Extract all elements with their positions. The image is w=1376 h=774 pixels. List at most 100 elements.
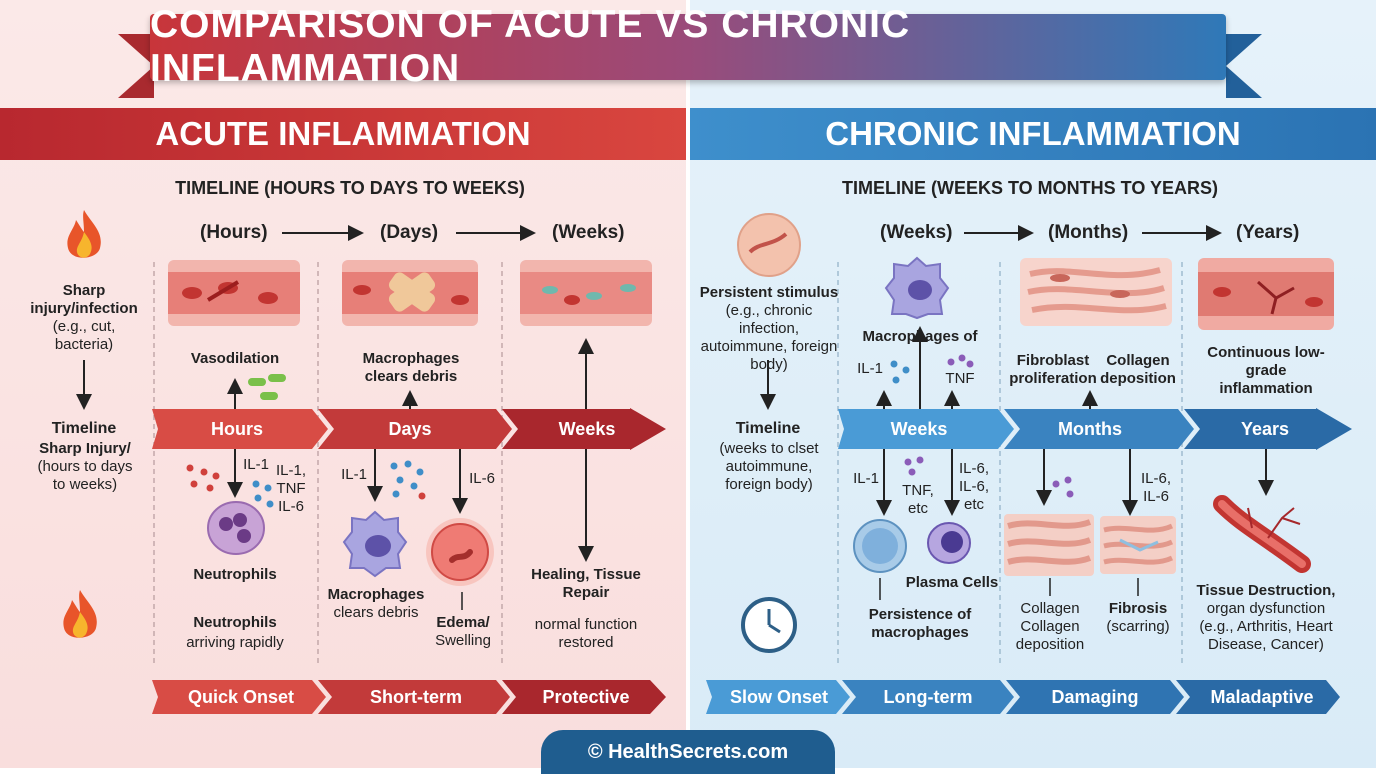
chronic-timeline-bar — [838, 408, 1352, 450]
acute-tags-bar — [152, 680, 666, 714]
acute-days-above: Macrophages clears debris — [362, 350, 460, 385]
chronic-weeks-above: Macrophages of — [862, 328, 978, 345]
acute-phase-hours: (Hours) — [200, 222, 268, 243]
fire-icon-bottom — [63, 590, 97, 638]
acute-side-timeline-detail: (hours to days to weeks) — [37, 458, 133, 493]
acute-days-edema-bold: Edema/ — [436, 614, 490, 631]
acute-timeline-bar — [152, 408, 666, 450]
lymphocyte-cell-icon — [853, 519, 907, 573]
panel-divider — [686, 0, 690, 768]
chronic-side-timeline-detail: (weeks to clset autoimmune, foreign body… — [719, 440, 819, 493]
footer-copyright: © HealthSecrets.com — [541, 730, 835, 774]
vessel-hours-illustration — [168, 260, 300, 326]
chronic-tag-damaging: Damaging — [1051, 686, 1139, 707]
chronic-side-timeline-title: Timeline — [735, 420, 801, 437]
acute-hours-caption: arriving rapidly — [186, 634, 284, 651]
chronic-tag-long-term: Long-term — [883, 686, 973, 707]
chronic-bar-months: Months — [1058, 418, 1122, 439]
banner-ribbon-right — [1226, 34, 1262, 98]
cytokine-dots-months — [1052, 476, 1074, 498]
macrophage-cell-icon — [342, 510, 408, 578]
acute-bar-hours: Hours — [210, 418, 263, 439]
chronic-weeks-cytokine-d: TNF, etc — [902, 482, 934, 517]
chronic-tag-slow-onset: Slow Onset — [729, 686, 828, 707]
page-title: COMPARISON OF ACUTE VS CHRONIC INFLAMMAT… — [150, 3, 911, 90]
acute-tag-short-term: Short-term — [369, 686, 462, 707]
fibrosis-illustration — [1100, 516, 1176, 574]
acute-weeks-result-bold: Healing, Tissue Repair — [531, 566, 641, 601]
acute-hours-caption-bold: Neutrophils — [193, 614, 277, 631]
chronic-phase-weeks: (Weeks) — [880, 222, 953, 243]
acute-bar-days: Days — [388, 418, 432, 439]
acute-timeline-title: TIMELINE (HOURS TO DAYS TO WEEKS) — [175, 178, 525, 198]
chronic-years-result: organ dysfunction (e.g., Arthritis, Hear… — [1199, 600, 1333, 653]
plasma-cell-icon — [927, 522, 971, 564]
chronic-macrophage-icon — [884, 256, 950, 320]
neutrophil-cell-icon — [207, 501, 265, 555]
edema-cell-icon — [426, 518, 494, 586]
acute-phase-days: (Days) — [380, 222, 439, 243]
vessel-weeks-illustration — [520, 260, 652, 326]
chronic-trigger-title: Persistent stimulus — [699, 284, 839, 301]
title-banner: COMPARISON OF ACUTE VS CHRONIC INFLAMMAT… — [150, 3, 1226, 90]
acute-days-edema: Swelling — [435, 632, 491, 649]
acute-trigger-title: Sharp injury/infection — [30, 282, 138, 317]
vessel-days-illustration — [342, 260, 478, 326]
acute-days-cell-bold: Macrophages — [327, 586, 425, 603]
chronic-weeks-cytokine-b: TNF — [945, 370, 975, 387]
cytokine-dots-days — [390, 460, 426, 500]
chronic-phase-years: (Years) — [1236, 222, 1300, 243]
acute-hours-cytokine-b: IL-1, TNF IL-6 — [275, 462, 306, 515]
banner-ribbon-left — [118, 34, 154, 98]
cytokine-dots-chronic-1 — [890, 360, 910, 384]
damaged-vessel-icon — [1213, 495, 1311, 573]
chronic-years-above: Continuous low-grade inflammation — [1207, 344, 1325, 397]
collagen-illustration — [1004, 514, 1094, 576]
chronic-tags-bar — [706, 680, 1340, 714]
chronic-bar-years: Years — [1240, 418, 1290, 439]
bacteria-icon — [248, 374, 286, 400]
chronic-months-above-b: Collagen deposition — [1100, 352, 1176, 387]
fire-icon — [67, 210, 101, 258]
chronic-header: CHRONIC INFLAMMATION — [690, 108, 1376, 160]
acute-tag-quick-onset: Quick Onset — [187, 686, 295, 707]
chronic-weeks-cytokine-e: IL-6, IL-6, etc — [958, 460, 989, 513]
chronic-months-caption-b: (scarring) — [1106, 618, 1170, 635]
chronic-tag-maladaptive: Maladaptive — [1210, 686, 1314, 707]
chronic-months-above-a: Fibroblast proliferation — [1009, 352, 1097, 387]
acute-header-label: ACUTE INFLAMMATION — [155, 115, 531, 152]
cytokine-dots-chronic-2 — [947, 354, 974, 368]
chronic-years-result-bold: Tissue Destruction, — [1196, 582, 1336, 599]
acute-trigger-detail: (e.g., cut, bacteria) — [52, 318, 116, 353]
fibroblast-illustration — [1020, 258, 1172, 326]
chronic-months-caption-b-bold: Fibrosis — [1108, 600, 1168, 617]
tissue-damage-illustration — [1198, 258, 1334, 330]
chronic-header-label: CHRONIC INFLAMMATION — [825, 115, 1241, 152]
acute-phase-weeks: (Weeks) — [552, 222, 625, 243]
cytokine-dots-blue — [252, 480, 274, 508]
acute-days-cytokine-b: IL-6 — [469, 470, 495, 487]
acute-side-timeline-title: Timeline — [51, 420, 117, 437]
acute-hours-cytokine-a: IL-1 — [243, 456, 269, 473]
acute-header: ACUTE INFLAMMATION — [0, 108, 686, 160]
cytokine-dots-red — [186, 464, 220, 492]
chronic-bar-weeks: Weeks — [890, 418, 948, 439]
acute-tag-protective: Protective — [542, 686, 630, 707]
chronic-weeks-cytokine-c: IL-1 — [853, 470, 879, 487]
acute-days-cell-detail: clears debris — [333, 604, 419, 621]
acute-days-cytokine-a: IL-1 — [341, 466, 367, 483]
clock-icon — [741, 597, 797, 653]
acute-bar-weeks: Weeks — [558, 418, 616, 439]
chronic-trigger-detail: (e.g., chronic infection, autoimmune, fo… — [700, 302, 838, 373]
cytokine-dots-chronic-3 — [904, 456, 924, 476]
chronic-timeline-title: TIMELINE (WEEKS TO MONTHS TO YEARS) — [841, 178, 1219, 198]
acute-hours-cell: Neutrophils — [193, 566, 277, 583]
acute-side-timeline-sub: Sharp Injury/ — [39, 440, 131, 457]
chronic-weeks-caption: Persistence of macrophages — [868, 606, 972, 641]
acute-hours-above: Vasodilation — [190, 350, 280, 367]
acute-weeks-result: normal function restored — [534, 616, 638, 651]
chronic-weeks-plasma: Plasma Cells — [905, 574, 999, 591]
skin-wound-icon — [737, 213, 801, 277]
chronic-months-caption-a: Collagen Collagen deposition — [1015, 600, 1085, 653]
